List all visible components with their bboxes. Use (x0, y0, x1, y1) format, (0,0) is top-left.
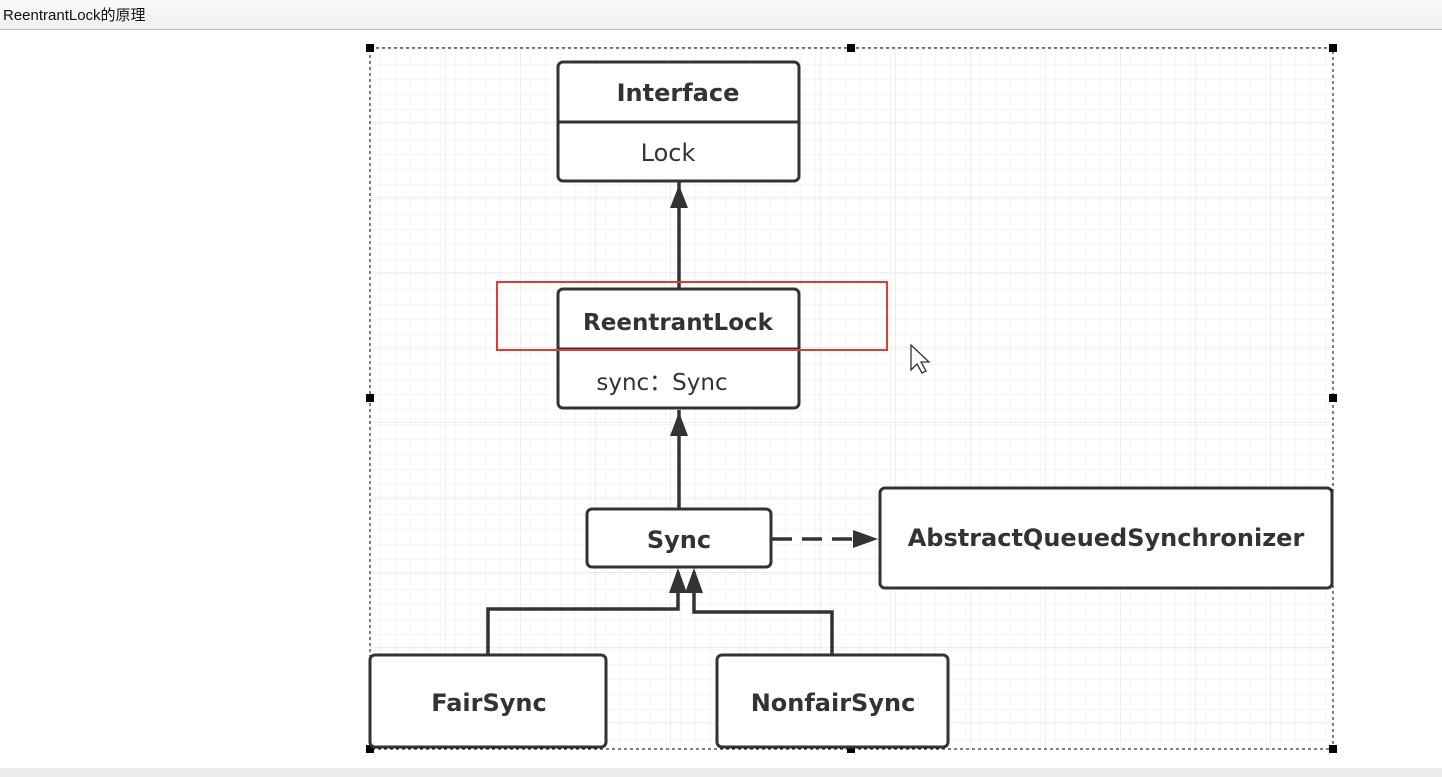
handle-top-right[interactable] (1329, 44, 1337, 52)
handle-bottom-right[interactable] (1329, 745, 1337, 753)
reentrantlock-header: ReentrantLock (583, 310, 774, 336)
interface-body: Lock (641, 139, 696, 167)
nonfairsync-box[interactable]: NonfairSync (715, 653, 950, 749)
fairsync-box[interactable]: FairSync (368, 653, 608, 749)
arrowhead-reentrantlock (670, 412, 688, 436)
mouse-cursor-icon (910, 343, 931, 374)
window-title: ReentrantLock的原理 (3, 7, 146, 24)
handle-top-middle[interactable] (847, 44, 855, 52)
interface-lock-box[interactable]: Interface Lock (556, 60, 801, 183)
interface-header: Interface (617, 79, 740, 107)
handle-top-left[interactable] (366, 44, 374, 52)
connectors (486, 182, 878, 655)
arrowhead-sync-left (669, 568, 687, 593)
sync-label: Sync (647, 526, 711, 554)
arrowhead-sync-right (685, 568, 703, 593)
title-bar: ReentrantLock的原理 (0, 0, 1442, 30)
fairsync-label: FairSync (431, 689, 547, 717)
aqs-box[interactable]: AbstractQueuedSynchronizer (878, 486, 1334, 590)
handle-middle-right[interactable] (1329, 394, 1337, 402)
reentrantlock-body: sync：Sync (596, 370, 727, 396)
arrowhead-aqs (853, 530, 878, 548)
bottom-bar (0, 768, 1442, 777)
highlight-rectangle (496, 281, 888, 351)
handle-middle-left[interactable] (366, 394, 374, 402)
handle-bottom-left[interactable] (366, 745, 374, 753)
sync-box[interactable]: Sync (585, 507, 773, 569)
diagram-canvas (370, 47, 1334, 750)
nonfairsync-label: NonfairSync (751, 689, 916, 717)
selection-handles[interactable] (366, 44, 1337, 753)
handle-bottom-middle[interactable] (847, 745, 855, 753)
reentrantlock-box[interactable]: ReentrantLock sync：Sync (556, 287, 801, 410)
aqs-label: AbstractQueuedSynchronizer (908, 524, 1305, 552)
arrowhead-interface (670, 185, 688, 208)
